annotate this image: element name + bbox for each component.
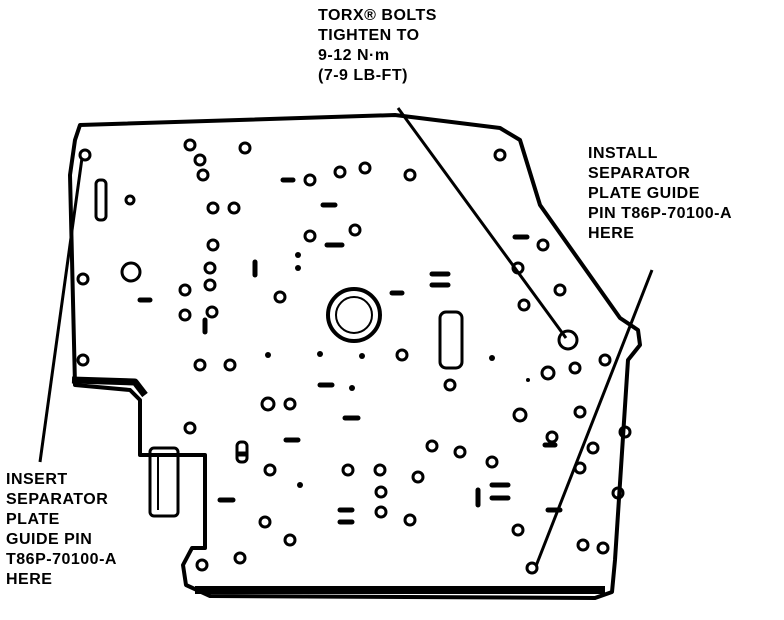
insert-line-1: INSERT (6, 471, 68, 488)
central-bore (326, 287, 382, 343)
install-guide-pin-label: INSTALL SEPARATOR PLATE GUIDE PIN T86P-7… (588, 144, 732, 244)
insert-line-2: SEPARATOR (6, 491, 109, 508)
insert-line-4: GUIDE PIN (6, 531, 93, 548)
torx-line-4: (7-9 LB-FT) (318, 67, 408, 84)
torx-line-2: TIGHTEN TO (318, 27, 420, 44)
plate-dots (265, 252, 530, 488)
plate-dashes (137, 177, 563, 525)
central-bore-inner (335, 296, 373, 334)
torx-bolt (557, 329, 579, 351)
install-line-1: INSTALL (588, 145, 658, 162)
install-leader (534, 269, 654, 567)
insert-line-5: T86P-70100-A (6, 551, 117, 568)
insert-leader (38, 157, 84, 463)
plate-outline (68, 113, 642, 600)
insert-line-3: PLATE (6, 511, 60, 528)
install-line-3: PLATE GUIDE (588, 185, 700, 202)
install-line-5: HERE (588, 225, 635, 242)
install-line-2: SEPARATOR (588, 165, 691, 182)
insert-line-6: HERE (6, 571, 53, 588)
torx-bolts-label: TORX® BOLTS TIGHTEN TO 9-12 N·m (7-9 LB-… (318, 6, 437, 86)
leader-lines (38, 107, 654, 567)
vertical-slot (438, 310, 464, 370)
torx-line-3: 9-12 N·m (318, 47, 390, 64)
left-boss (120, 261, 142, 283)
left-step (71, 376, 148, 398)
left-slot (94, 178, 108, 222)
install-line-4: PIN T86P-70100-A (588, 205, 733, 222)
insert-guide-pin-label: INSERT SEPARATOR PLATE GUIDE PIN T86P-70… (6, 470, 117, 590)
torx-line-1: TORX® BOLTS (318, 7, 437, 24)
valve-body-plate (68, 113, 642, 600)
torx-leader (396, 107, 568, 339)
guide-pin-boss (148, 446, 180, 518)
plate-holes (76, 138, 632, 575)
